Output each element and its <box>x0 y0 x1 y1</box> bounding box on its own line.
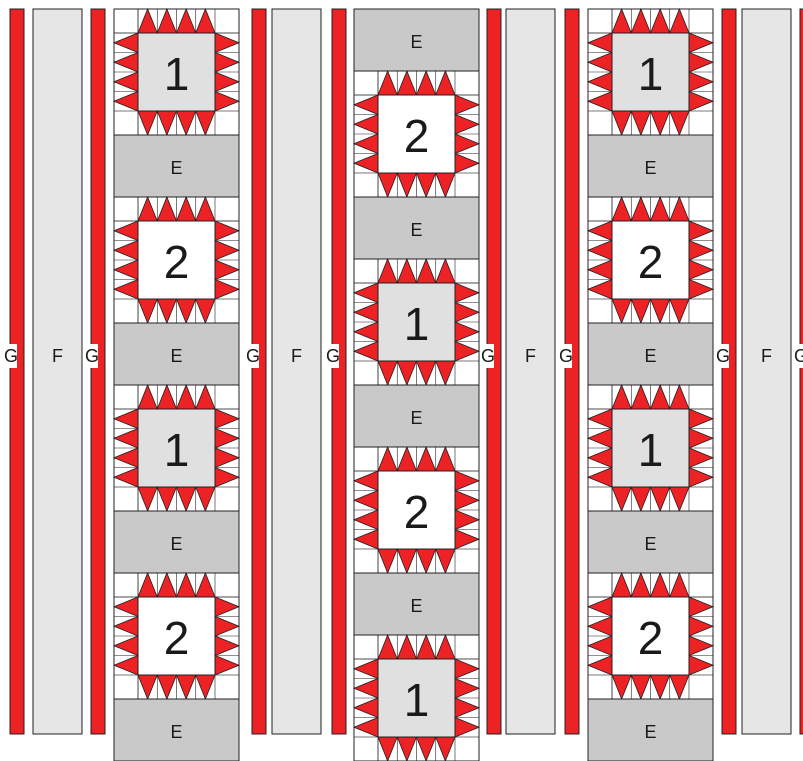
sashing-label: E <box>170 346 182 366</box>
sashing-e: E <box>354 197 479 259</box>
block-number: 1 <box>638 424 664 476</box>
strip-f: F <box>33 9 82 734</box>
strip-g-label: G <box>794 346 803 366</box>
sashing-label: E <box>410 408 422 428</box>
sashing-label: E <box>410 596 422 616</box>
sashing-label: E <box>410 32 422 52</box>
sashing-label: E <box>644 534 656 554</box>
sashing-e: E <box>588 135 713 197</box>
block-number: 2 <box>404 110 430 162</box>
strip-g: G <box>559 9 579 734</box>
sashing-e: E <box>354 385 479 447</box>
star-block: 2 <box>114 573 239 699</box>
sashing-label: E <box>170 722 182 742</box>
strip-f-label: F <box>525 346 536 366</box>
star-block: 2 <box>354 71 479 197</box>
sashing-e: E <box>588 323 713 385</box>
block-number: 1 <box>404 298 430 350</box>
strip-g-label: G <box>481 346 495 366</box>
block-number: 2 <box>638 236 664 288</box>
star-block: 1 <box>114 385 239 511</box>
strip-g-label: G <box>246 346 260 366</box>
block-number: 1 <box>164 48 190 100</box>
star-block: 2 <box>588 197 713 323</box>
strip-g-label: G <box>559 346 573 366</box>
block-number: 2 <box>404 486 430 538</box>
block-number: 1 <box>164 424 190 476</box>
strip-g: G <box>481 9 501 734</box>
block-number: 1 <box>638 48 664 100</box>
star-block: 1 <box>354 635 479 761</box>
star-block: 1 <box>114 9 239 135</box>
strip-g: G <box>326 9 346 734</box>
sashing-e: E <box>114 699 239 761</box>
sashing-label: E <box>644 722 656 742</box>
strip-g: G <box>794 9 803 734</box>
block-number: 2 <box>164 236 190 288</box>
strip-g: G <box>85 9 105 734</box>
strip-f: F <box>506 9 555 734</box>
strip-f: F <box>742 9 791 734</box>
strip-f: F <box>272 9 321 734</box>
strip-g: G <box>716 9 736 734</box>
sashing-e: E <box>114 511 239 573</box>
sashing-e: E <box>354 573 479 635</box>
star-block: 2 <box>114 197 239 323</box>
strip-f-label: F <box>291 346 302 366</box>
strip-g: G <box>246 9 266 734</box>
sashing-label: E <box>410 220 422 240</box>
star-block: 2 <box>354 447 479 573</box>
block-number: 2 <box>638 612 664 664</box>
sashing-e: E <box>588 511 713 573</box>
strip-g-label: G <box>85 346 99 366</box>
star-block: 1 <box>588 9 713 135</box>
strip-g-label: G <box>4 346 18 366</box>
block-number: 2 <box>164 612 190 664</box>
sashing-label: E <box>644 158 656 178</box>
strip-g-label: G <box>326 346 340 366</box>
strip-f-label: F <box>52 346 63 366</box>
sashing-e: E <box>354 9 479 71</box>
sashing-label: E <box>170 534 182 554</box>
strip-g: G <box>4 9 24 734</box>
block-number: 1 <box>404 674 430 726</box>
sashing-e: E <box>114 135 239 197</box>
sashing-e: E <box>114 323 239 385</box>
star-block: 2 <box>588 573 713 699</box>
strip-f-label: F <box>761 346 772 366</box>
sashing-label: E <box>644 346 656 366</box>
sashing-label: E <box>170 158 182 178</box>
strip-g-label: G <box>716 346 730 366</box>
star-block: 1 <box>354 259 479 385</box>
star-block: 1 <box>588 385 713 511</box>
sashing-e: E <box>588 699 713 761</box>
